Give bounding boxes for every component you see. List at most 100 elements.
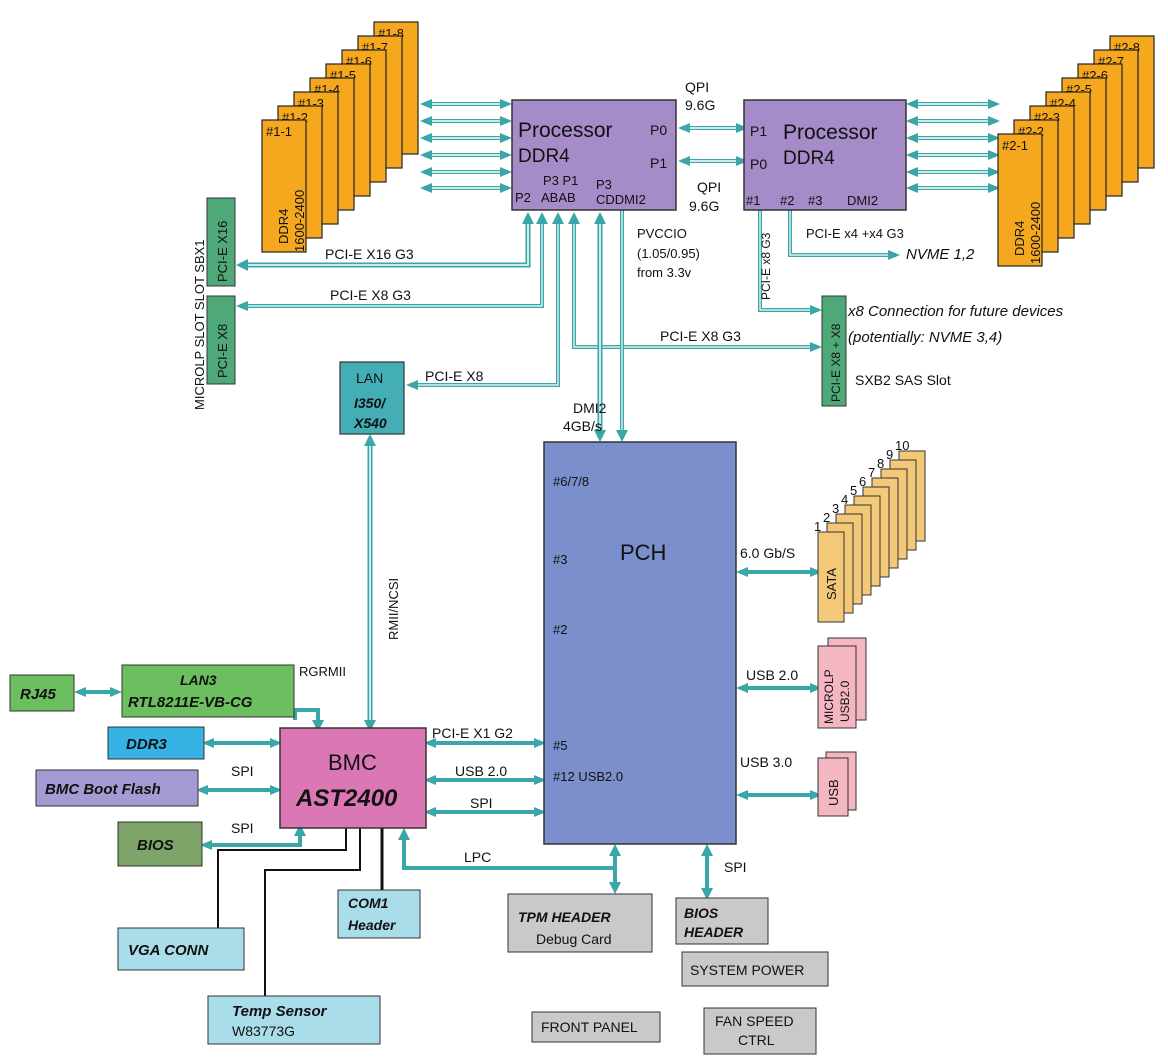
cpu2-memory-bus [910,102,996,190]
bios-label: BIOS [137,837,174,854]
sata-port-number: 9 [886,447,893,462]
sata-port-1 [817,531,845,623]
pch-p3: #3 [553,552,567,567]
slot-sbx2 [821,295,847,407]
link-x8-right-label: PCI-E X8 G3 [660,328,741,344]
lan3-box [121,664,295,718]
cpu1-p3: P3 [596,177,612,192]
spi-flash-label: SPI [231,763,254,779]
dimm-left-label: #1-1 [266,124,292,139]
usb20-label: USB 2.0 [746,667,798,683]
processor-2: Processor DDR4 P1 P0 #1 #2 #3 DMI2 [743,99,907,211]
spi-bmc-label: SPI [470,795,493,811]
link-x8g3-vert-label: PCI-E x8 G3 [759,232,773,300]
bus-lines [78,102,996,996]
cpu1-cd: CDDMI2 [596,192,646,207]
dimm-right-type: DDR4 [1012,221,1027,256]
sata-port-number: 3 [832,501,839,516]
arrowheads [74,99,1000,900]
rj45-label: RJ45 [20,686,57,703]
dmi-a: DMI2 [573,400,607,416]
lan3-a: LAN3 [180,672,217,688]
cpu2-p0: P0 [750,156,767,172]
sata-port-number: 1 [814,519,821,534]
sata-port-number: 2 [823,510,830,525]
sata-label: SATA [824,568,839,600]
lan-a: I350/ [354,395,387,411]
pch-p678: #6/7/8 [553,474,589,489]
spi-pch-label: SPI [724,859,747,875]
usb-port: USB [817,751,857,817]
pch-p2: #2 [553,622,567,637]
qpi-top-a: QPI [685,79,709,95]
temp-a: Temp Sensor [232,1003,328,1020]
cpu1-p2: P2 [515,190,531,205]
cpu1-ports: P3 P1 [543,173,578,188]
cpu1-p1: P1 [650,155,667,171]
system-power-box [681,951,829,987]
link-x8-label: PCI-E X8 G3 [330,287,411,303]
pcie-x1-label: PCI-E X1 G2 [432,725,513,741]
microlp-a: MICROLP [822,669,836,724]
cpu1-p0: P0 [650,122,667,138]
cpu1-title: Processor [518,119,613,142]
cpu1-memory-bus [424,102,508,190]
ddr3-box [107,726,205,760]
link-lan-label: PCI-E X8 [425,368,484,384]
dimm-right-label: #2-1 [1002,138,1028,153]
lpc-label: LPC [464,849,491,865]
fan-a: FAN SPEED [715,1013,794,1029]
dimm-left-type: DDR4 [276,209,291,244]
sata-port-number: 7 [868,465,875,480]
bios-box [117,821,203,867]
temp-b: W83773G [232,1023,295,1039]
front-panel-label: FRONT PANEL [541,1019,638,1035]
bmc-chip: AST2400 [295,785,398,812]
front-panel-box [531,1011,661,1043]
fan-speed-box [703,1007,817,1055]
microlp-usb: MICROLP USB2.0 [817,637,867,729]
sata-port-number: 4 [841,492,848,507]
cpu1-mem: DDR4 [518,146,570,167]
cpu2-n2: #2 [780,193,794,208]
pch-title: PCH [620,540,666,565]
qpi-links [682,126,744,163]
sata-port-number: 5 [850,483,857,498]
tpm-b: Debug Card [536,931,612,947]
system-power-label: SYSTEM POWER [690,962,804,978]
lan3-b: RTL8211E-VB-CG [128,694,253,711]
com1-box [337,889,421,939]
spi-bios-label: SPI [231,820,254,836]
bios-header-b: HEADER [684,924,744,940]
pch: PCH #6/7/8 #3 #2 #5 #12 USB2.0 [543,441,737,845]
bios-header-a: BIOS [684,905,719,921]
microlp-b: USB2.0 [838,680,852,722]
cpu2-title: Processor [783,121,878,144]
link-x16-label: PCI-E X16 G3 [325,246,414,262]
com1-a: COM1 [348,895,389,911]
cpu2-p1: P1 [750,123,767,139]
usb30-label: USB 3.0 [740,754,792,770]
dimm-left-1 [261,119,307,253]
temp-sensor-box [207,995,381,1045]
cpu2-mem: DDR4 [783,148,835,169]
dimm-right-1 [997,133,1043,267]
qpi-top-b: 9.6G [685,97,715,113]
ddr3-label: DDR3 [126,736,167,753]
qpi-bottom-a: QPI [697,179,721,195]
rmii-label: RMII/NCSI [386,578,401,640]
processor-1: Processor DDR4 P0 P1 P3 P1 ABAB P2 P3 CD… [511,99,677,211]
usb20-bmc-label: USB 2.0 [455,763,507,779]
lan-b: X540 [353,415,387,431]
cpu2-n3: #3 [808,193,822,208]
sata-speed: 6.0 Gb/S [740,545,795,561]
usb-label: USB [826,779,841,806]
rj45-box [9,674,75,712]
sata-port-number: 8 [877,456,884,471]
sxb2-label: SXB2 SAS Slot [855,372,951,388]
pvccio-b: (1.05/0.95) [637,246,700,261]
